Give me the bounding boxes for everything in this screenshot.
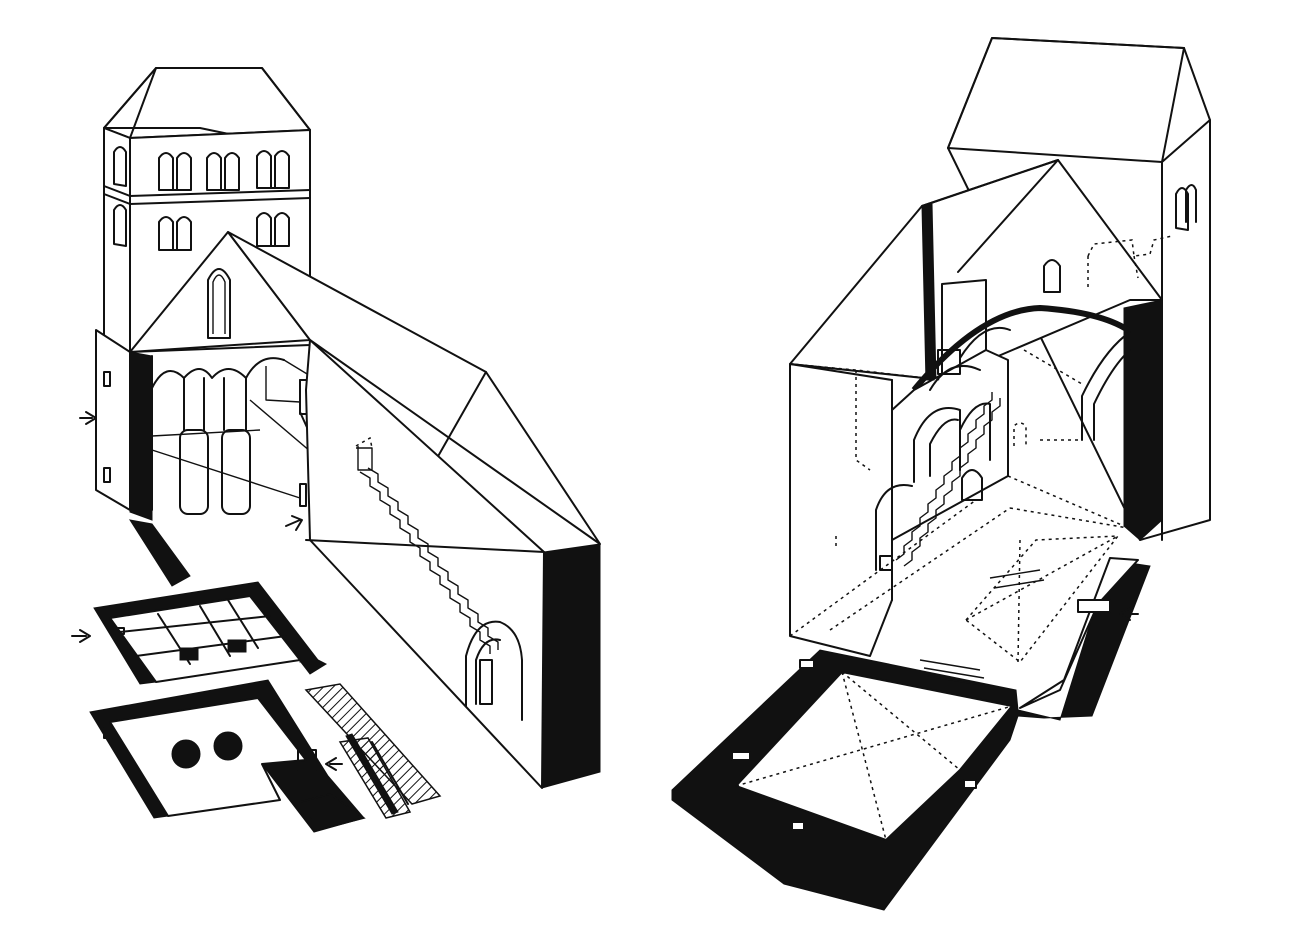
tower-windows-lower bbox=[113, 204, 290, 251]
tower-base bbox=[95, 329, 153, 521]
nave-side-wall bbox=[305, 339, 601, 789]
cutaway-arches bbox=[875, 349, 1009, 571]
tower-windows-upper bbox=[113, 146, 290, 191]
staircase bbox=[355, 436, 499, 654]
interior-arcade bbox=[151, 355, 351, 515]
vaulted-chapel-drawing bbox=[671, 37, 1211, 911]
tower-roof bbox=[103, 67, 311, 139]
side-doorway bbox=[465, 620, 523, 721]
vault-arch bbox=[911, 304, 1131, 441]
chapel-window bbox=[1043, 259, 1061, 293]
dotted-ghost-lines bbox=[789, 280, 1129, 637]
tower-church-drawing bbox=[71, 67, 601, 833]
chapel-staircase bbox=[895, 392, 1001, 567]
chapel-ground-plan bbox=[671, 535, 1151, 911]
dotted-passage bbox=[1087, 235, 1173, 290]
tower-floor-edge bbox=[128, 519, 191, 587]
upper-floor-plan bbox=[93, 581, 328, 685]
interior-arrow bbox=[285, 515, 303, 531]
stair-plan bbox=[304, 683, 442, 819]
entrance-arrow-plan bbox=[71, 629, 91, 643]
entrance-arrow-left bbox=[79, 411, 97, 425]
lower-floor-plan bbox=[89, 679, 366, 833]
entrance-arrow-right bbox=[1119, 607, 1139, 621]
right-wall-section bbox=[1123, 299, 1163, 541]
entrance-arrow-lower bbox=[325, 757, 343, 771]
